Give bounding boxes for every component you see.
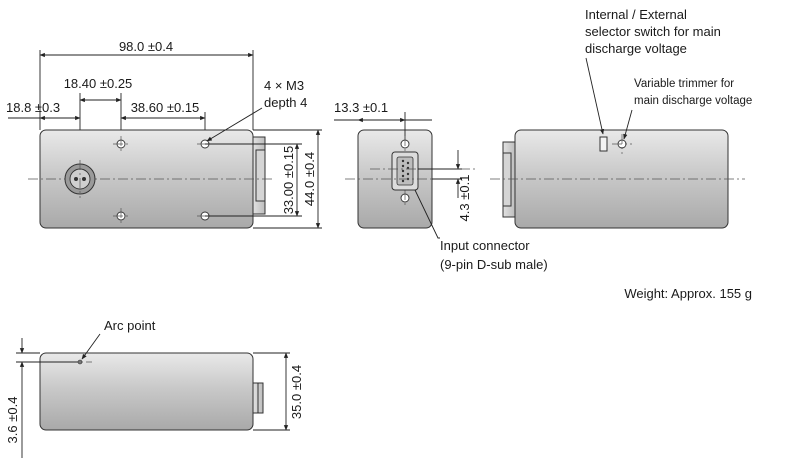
dim-hole-offset-a: 18.40 ±0.25 bbox=[64, 76, 133, 91]
round-connector-icon bbox=[64, 160, 96, 198]
front-view: 98.0 ±0.4 18.40 ±0.25 18.8 ±0.3 38.60 ±0… bbox=[6, 39, 322, 229]
note-mounting-holes-2: depth 4 bbox=[264, 95, 307, 110]
note-arc-point: Arc point bbox=[104, 318, 156, 333]
note-trimmer-1: Variable trimmer for bbox=[634, 78, 734, 90]
dim-bottom-height: 35.0 ±0.4 bbox=[289, 365, 304, 419]
side-view: Arc point 3.6 ±0.4 35.0 ±0.4 bbox=[5, 318, 304, 458]
dim-hole-spacing: 38.60 ±0.15 bbox=[131, 100, 200, 115]
note-selector-1: Internal / External bbox=[585, 7, 687, 22]
dim-end-view-offset: 13.3 ±0.1 bbox=[334, 100, 388, 115]
trimmer-icon bbox=[612, 134, 632, 154]
note-mounting-holes-1: 4 × M3 bbox=[264, 78, 304, 93]
dim-arc-offset: 3.6 ±0.4 bbox=[5, 397, 20, 444]
dsub-connector-icon bbox=[391, 151, 419, 191]
dim-connector-offset: 4.3 ±0.1 bbox=[457, 175, 472, 222]
selector-switch-icon bbox=[599, 136, 608, 152]
weight-label: Weight: Approx. 155 g bbox=[624, 286, 752, 301]
note-selector-2: selector switch for main bbox=[585, 24, 721, 39]
rear-view: Internal / External selector switch for … bbox=[490, 7, 752, 229]
mounting-hole-icon bbox=[113, 136, 213, 224]
dim-left-offset: 18.8 ±0.3 bbox=[6, 100, 60, 115]
dim-hole-vertical-spacing: 33.00 ±0.15 bbox=[281, 146, 296, 215]
note-trimmer-2: main discharge voltage bbox=[634, 95, 752, 107]
note-input-connector-1: Input connector bbox=[440, 238, 530, 253]
end-view: 13.3 ±0.1 4.3 ±0.1 Input connector bbox=[334, 100, 548, 272]
note-selector-3: discharge voltage bbox=[585, 41, 687, 56]
dim-total-length: 98.0 ±0.4 bbox=[119, 39, 173, 54]
dim-height: 44.0 ±0.4 bbox=[302, 152, 317, 206]
note-input-connector-2: (9-pin D-sub male) bbox=[440, 257, 548, 272]
device-body-side bbox=[39, 352, 254, 431]
